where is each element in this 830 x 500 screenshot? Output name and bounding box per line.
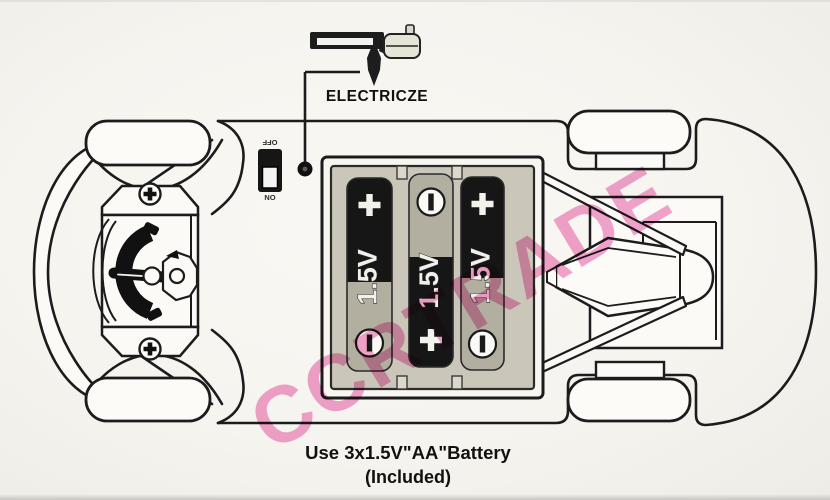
scan-edge-top — [0, 0, 830, 2]
scan-edge-bottom — [0, 494, 830, 500]
caption-line-1: Use 3x1.5V"AA"Battery — [305, 442, 511, 463]
power-switch: OFF ON — [258, 138, 282, 202]
contact-tab — [396, 375, 408, 390]
crescent-tip-top — [143, 222, 160, 236]
caption-line-2: (Included) — [365, 467, 451, 487]
plus-terminal-icon — [358, 194, 381, 216]
front-fender-bottom — [210, 328, 245, 425]
plus-terminal-icon — [420, 329, 442, 351]
caption: Use 3x1.5V"AA"Battery (Included) — [305, 442, 511, 487]
rear-wheel-mount-bottom — [594, 360, 666, 380]
front-wheel-top — [84, 119, 212, 167]
leader-line — [303, 70, 360, 162]
switch-on-label: ON — [264, 193, 275, 202]
contact-dot-icon — [297, 161, 313, 177]
screw-icon — [138, 337, 162, 361]
connector-callout: ELECTRICZE — [297, 24, 428, 177]
front-fender-top — [210, 119, 245, 216]
battery-3: 1.5V — [460, 176, 505, 371]
knuckle-notch — [166, 250, 179, 259]
knuckle-hole — [168, 267, 186, 285]
contact-tab — [451, 165, 463, 180]
housing-arc-outer — [92, 218, 110, 324]
screwdriver-tool-icon — [310, 24, 421, 86]
contact-tab — [396, 165, 408, 180]
drive-band — [554, 236, 715, 318]
minus-terminal-icon — [416, 187, 446, 217]
band-left-tip — [546, 266, 557, 288]
battery-1: 1.5V — [346, 177, 393, 372]
front-wheel-bottom — [84, 376, 212, 423]
rear-wheel-top — [566, 109, 692, 155]
battery-compartment: 1.5V 1.5V — [320, 155, 545, 400]
minus-terminal-icon — [467, 329, 498, 359]
switch-off-label: OFF — [262, 138, 277, 147]
contact-tab — [451, 375, 463, 390]
rear-wheel-bottom — [566, 377, 692, 423]
battery-2: 1.5V — [408, 173, 454, 368]
drive-band-inner — [561, 247, 677, 307]
battery-voltage-label: 1.5V — [466, 248, 496, 304]
switch-slider — [261, 166, 279, 189]
screw-icon — [138, 182, 162, 206]
rear-wheel-mount-top — [594, 151, 666, 171]
plus-terminal-icon — [471, 193, 494, 215]
gear-collar — [142, 266, 162, 286]
crescent-tip-bottom — [146, 307, 163, 321]
battery-voltage-label: 1.5V — [414, 253, 444, 309]
steering-assembly — [92, 182, 200, 361]
housing-arc-inner — [101, 220, 117, 322]
connector-label: ELECTRICZE — [326, 88, 428, 105]
body-edge — [216, 117, 818, 427]
battery-voltage-label: 1.5V — [353, 249, 383, 305]
rear-drivetrain — [536, 168, 724, 376]
minus-terminal-icon — [354, 328, 385, 358]
